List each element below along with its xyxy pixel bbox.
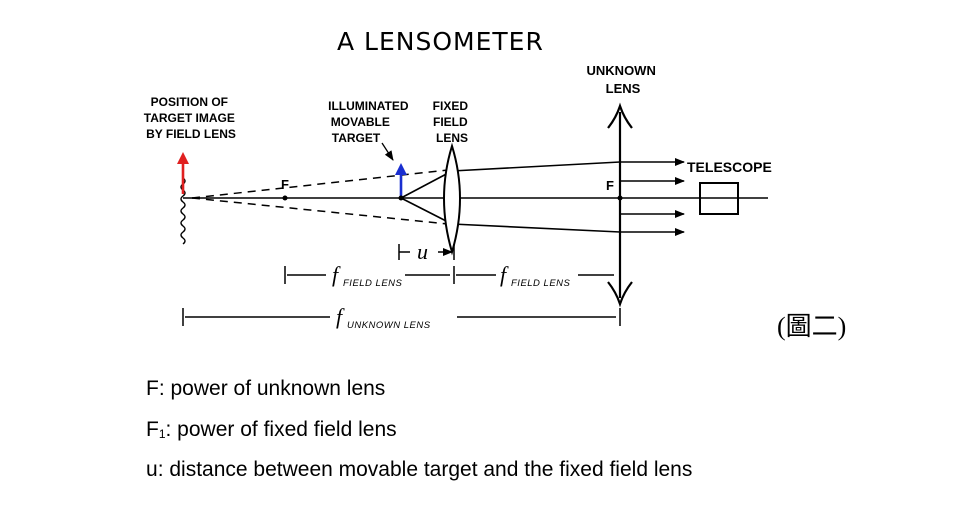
legend-symbol: F bbox=[146, 418, 159, 441]
movable-target-label-line-2: MOVABLE bbox=[331, 115, 390, 129]
ray-target-lower bbox=[400, 197, 453, 225]
unknown-lens-label-line-2: LENS bbox=[606, 81, 641, 96]
target-image-label: POSITION OF TARGET IMAGE BY FIELD LENS bbox=[144, 95, 238, 141]
focal-point-left bbox=[282, 195, 288, 201]
fixed-lens-label: FIXED FIELD LENS bbox=[433, 99, 472, 145]
legend-item: F1: power of fixed field lens bbox=[146, 418, 397, 442]
telescope-label: TELESCOPE bbox=[687, 159, 772, 175]
dashed-ray-lower bbox=[191, 197, 449, 225]
target-image-label-line-1: POSITION OF bbox=[151, 95, 228, 109]
fixed-lens-label-line-3: LENS bbox=[436, 131, 468, 145]
fixed-field-lens bbox=[443, 142, 461, 256]
movable-target-point bbox=[398, 195, 404, 201]
f-field-label-right: f FIELD LENS bbox=[500, 262, 571, 289]
diagram-title: A LENSOMETER bbox=[337, 27, 544, 56]
target-image-arrow-head bbox=[177, 152, 189, 164]
f-unknown-label: f UNKNOWN LENS bbox=[336, 304, 431, 331]
ray-field-upper bbox=[451, 161, 621, 172]
movable-target-label: ILLUMINATED MOVABLE TARGET bbox=[328, 99, 412, 145]
f-unknown-symbol: f bbox=[336, 304, 345, 329]
unknown-lens-bottom-arrow bbox=[607, 281, 633, 308]
legend-symbol: F bbox=[146, 377, 159, 400]
movable-target-arrow-head bbox=[395, 163, 407, 175]
target-image-label-line-3: BY FIELD LENS bbox=[146, 127, 236, 141]
legend-item: u: distance between movable target and t… bbox=[146, 458, 692, 482]
focal-point-right bbox=[617, 195, 623, 201]
unknown-lens-label-line-1: UNKNOWN bbox=[587, 63, 656, 78]
legend-text: : power of fixed field lens bbox=[165, 418, 397, 441]
f-unknown-sub: UNKNOWN LENS bbox=[347, 320, 431, 331]
legend-subscript: 1 bbox=[158, 427, 166, 441]
figure-tag: (圖二) bbox=[777, 312, 847, 341]
f-field-left-sub: FIELD LENS bbox=[343, 278, 403, 289]
legend-item: F: power of unknown lens bbox=[146, 377, 385, 401]
legend-text: : distance between movable target and th… bbox=[157, 458, 693, 481]
unknown-lens-top-arrow bbox=[607, 102, 633, 129]
legend-symbol: u bbox=[146, 458, 158, 481]
focal-label-left: F bbox=[281, 177, 289, 192]
f-field-right-sub: FIELD LENS bbox=[511, 278, 571, 289]
fixed-lens-label-line-2: FIELD bbox=[433, 115, 468, 129]
unknown-lens-label: UNKNOWN LENS bbox=[587, 63, 660, 96]
focal-label-right: F bbox=[606, 178, 614, 193]
target-label-pointer bbox=[381, 142, 394, 161]
target-image-label-line-2: TARGET IMAGE bbox=[144, 111, 235, 125]
legend-text: : power of unknown lens bbox=[158, 377, 386, 400]
ray-field-lower bbox=[451, 223, 621, 233]
f-field-right-symbol: f bbox=[500, 262, 509, 287]
f-field-left-symbol: f bbox=[332, 262, 341, 287]
f-field-label-left: f FIELD LENS bbox=[332, 262, 403, 289]
movable-target-label-line-3: TARGET bbox=[332, 131, 381, 145]
ray-target-upper bbox=[400, 170, 453, 199]
fixed-lens-label-line-1: FIXED bbox=[433, 99, 469, 113]
movable-target-label-line-1: ILLUMINATED bbox=[328, 99, 409, 113]
u-label: u bbox=[417, 239, 428, 264]
